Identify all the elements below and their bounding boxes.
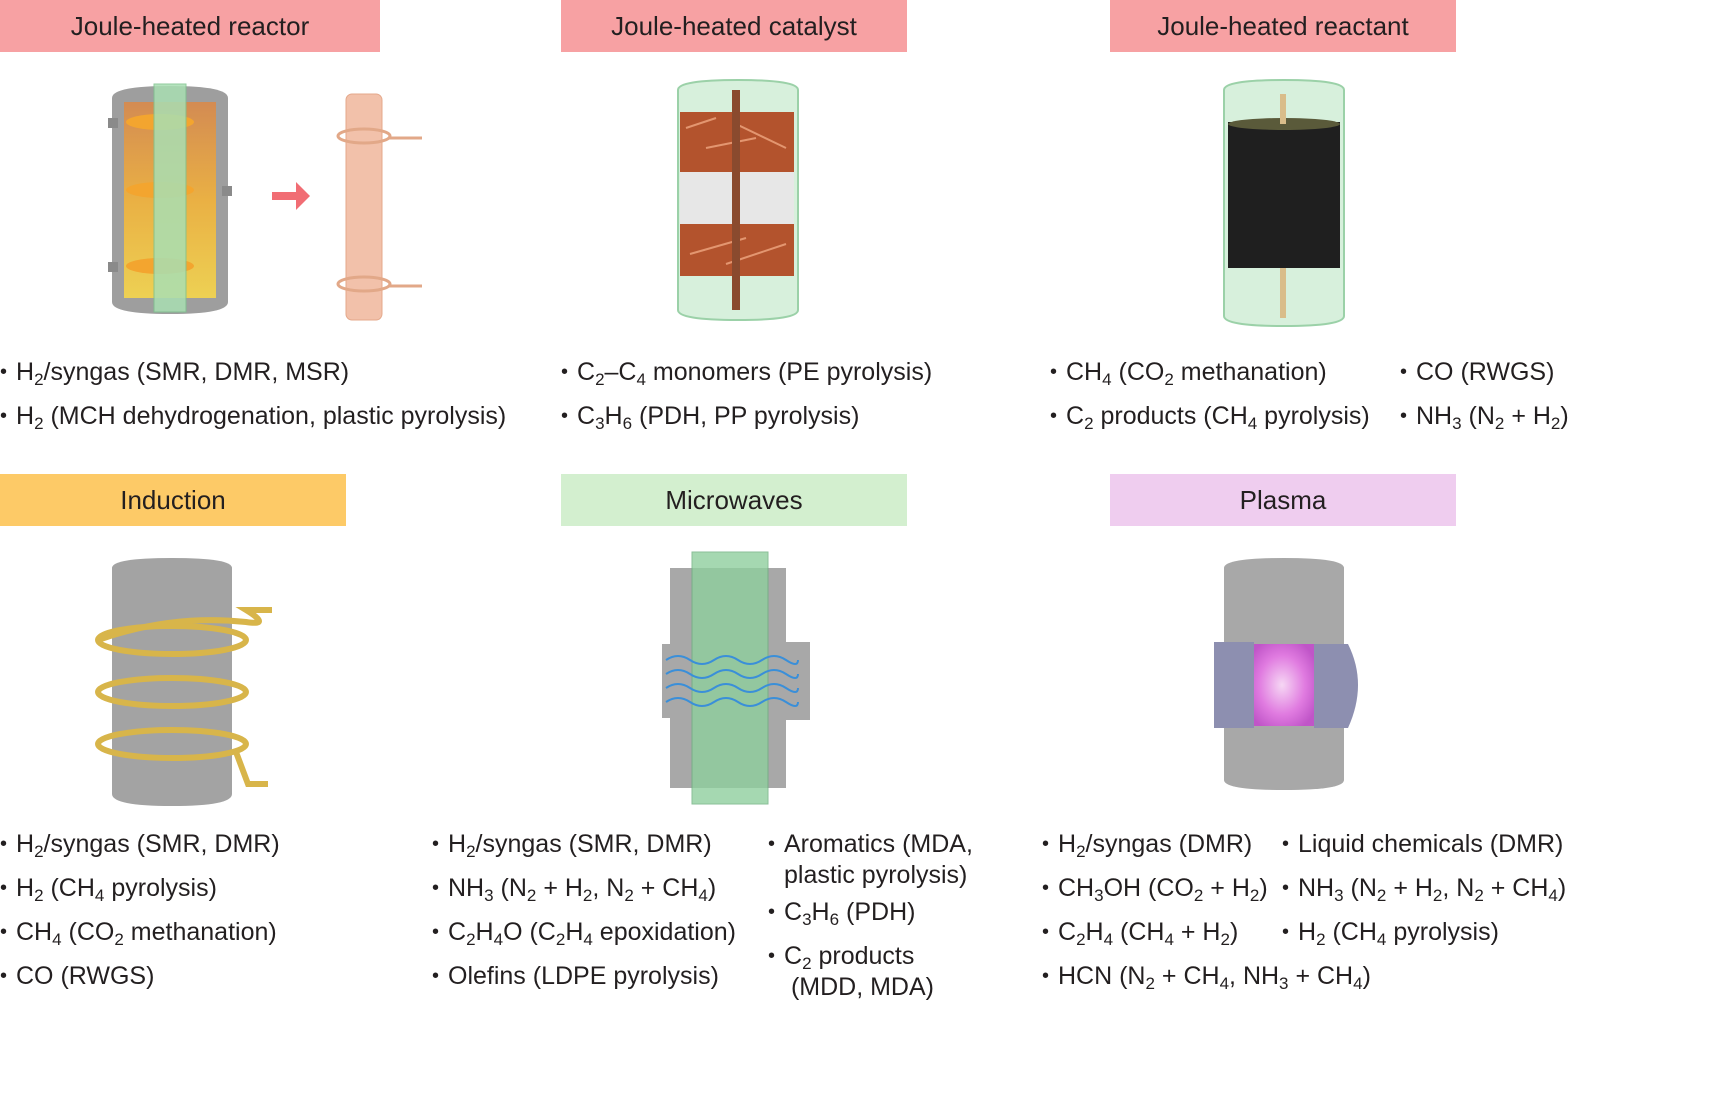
list-item: H2/syngas (DMR) xyxy=(1042,822,1371,866)
list-item: H2/syngas (SMR, DMR, MSR) xyxy=(0,350,506,394)
joule-heated-reactant-illustration xyxy=(1223,78,1345,328)
list-item: C3H6 (PDH) xyxy=(768,890,973,934)
list-item: C2H4 (CH4 + H2) xyxy=(1042,910,1371,954)
list-item: NH3 (N2 + H2) xyxy=(1400,394,1569,438)
list-item: Liquid chemicals (DMR) xyxy=(1282,822,1566,866)
plasma-applications-right: Liquid chemicals (DMR) NH3 (N2 + H2, N2 … xyxy=(1282,822,1566,954)
joule-heated-reactor-illustration xyxy=(108,83,422,321)
list-item: H2/syngas (SMR, DMR) xyxy=(0,822,280,866)
joule-heated-catalyst-illustration xyxy=(677,78,799,322)
microwaves-illustration xyxy=(662,551,810,805)
arrow-right-icon xyxy=(272,182,310,210)
list-item: C2 products (CH4 pyrolysis) xyxy=(1050,394,1370,438)
plasma-illustration xyxy=(1214,558,1358,790)
reactor-applications: H2/syngas (SMR, DMR, MSR) H2 (MCH dehydr… xyxy=(0,350,506,438)
list-item: CH4 (CO2 methanation) xyxy=(0,910,280,954)
microwaves-applications-right: Aromatics (MDA,plastic pyrolysis) C3H6 (… xyxy=(768,822,973,1002)
induction-applications: H2/syngas (SMR, DMR) H2 (CH4 pyrolysis) … xyxy=(0,822,280,998)
list-item: H2 (CH4 pyrolysis) xyxy=(0,866,280,910)
label-joule-heated-catalyst: Joule-heated catalyst xyxy=(561,0,907,52)
reactant-applications-left: CH4 (CO2 methanation) C2 products (CH4 p… xyxy=(1050,350,1370,438)
list-item: H2 (CH4 pyrolysis) xyxy=(1282,910,1566,954)
label-joule-heated-reactant: Joule-heated reactant xyxy=(1110,0,1456,52)
catalyst-applications: C2–C4 monomers (PE pyrolysis) C3H6 (PDH,… xyxy=(561,350,932,438)
list-item: Olefins (LDPE pyrolysis) xyxy=(432,954,736,998)
list-item: C2H4O (C2H4 epoxidation) xyxy=(432,910,736,954)
list-item: C2 products (MDD, MDA) xyxy=(768,934,973,1002)
label-induction: Induction xyxy=(0,474,346,526)
list-item: CH3OH (CO2 + H2) xyxy=(1042,866,1371,910)
plasma-applications-left: H2/syngas (DMR) CH3OH (CO2 + H2) C2H4 (C… xyxy=(1042,822,1371,998)
microwaves-applications-left: H2/syngas (SMR, DMR) NH3 (N2 + H2, N2 + … xyxy=(432,822,736,998)
list-item: CO (RWGS) xyxy=(0,954,280,998)
label-plasma: Plasma xyxy=(1110,474,1456,526)
label-microwaves: Microwaves xyxy=(561,474,907,526)
reactant-applications-right: CO (RWGS) NH3 (N2 + H2) xyxy=(1400,350,1569,438)
list-item: Aromatics (MDA,plastic pyrolysis) xyxy=(768,822,973,890)
list-item: C2–C4 monomers (PE pyrolysis) xyxy=(561,350,932,394)
induction-illustration xyxy=(95,558,272,806)
list-item: HCN (N2 + CH4, NH3 + CH4) xyxy=(1042,954,1371,998)
list-item: NH3 (N2 + H2, N2 + CH4) xyxy=(432,866,736,910)
list-item: CO (RWGS) xyxy=(1400,350,1569,394)
list-item: H2 (MCH dehydrogenation, plastic pyrolys… xyxy=(0,394,506,438)
list-item: CH4 (CO2 methanation) xyxy=(1050,350,1370,394)
list-item: NH3 (N2 + H2, N2 + CH4) xyxy=(1282,866,1566,910)
label-joule-heated-reactor: Joule-heated reactor xyxy=(0,0,380,52)
list-item: C3H6 (PDH, PP pyrolysis) xyxy=(561,394,932,438)
list-item: H2/syngas (SMR, DMR) xyxy=(432,822,736,866)
